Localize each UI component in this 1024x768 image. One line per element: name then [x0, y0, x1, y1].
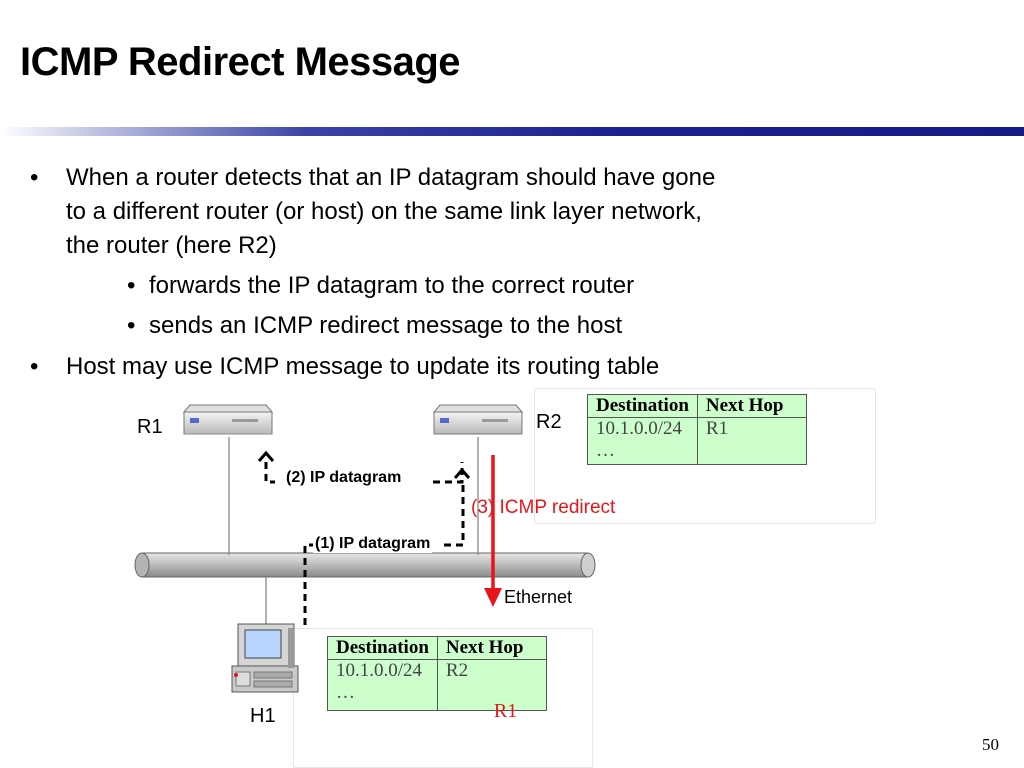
path-1-left: [303, 543, 315, 625]
path-2-right: [433, 462, 464, 484]
r1-label: R1: [137, 416, 163, 438]
sub-bullet-dot: •: [127, 312, 136, 339]
r2-table-frame: [534, 388, 876, 524]
step-2-label: (2) IP datagram: [284, 469, 404, 487]
bullet-2: Host may use ICMP message to update its …: [66, 353, 660, 380]
new-next-hop: R1: [493, 700, 518, 722]
ethernet-cable: [134, 552, 596, 578]
bullet-dot: •: [30, 353, 39, 380]
step-1-label: (1) IP datagram: [313, 535, 433, 553]
title-underline-bar: [0, 127, 1024, 136]
h1-label: H1: [250, 705, 276, 727]
bullet-dot: •: [30, 164, 39, 191]
sub-bullet-dot: •: [127, 272, 136, 299]
ethernet-label: Ethernet: [504, 587, 573, 607]
table-cell-next-hop: R1: [696, 417, 807, 465]
bullet-1-line-1: When a router detects that an IP datagra…: [66, 164, 716, 191]
table-cell-destination: 10.1.0.0/24 …: [587, 417, 698, 465]
h1-routing-table: Destination Next Hop 10.1.0.0/24 … R2 R1: [327, 636, 547, 722]
bullet-1-line-2: to a different router (or host) on the s…: [66, 198, 702, 225]
r2-label: R2: [536, 411, 562, 433]
host-h1-computer-icon: [231, 623, 299, 693]
step-3-label: (3) ICMP redirect: [471, 497, 616, 518]
arrow-up-to-r2: [453, 467, 471, 479]
page-number: 50: [982, 735, 999, 754]
table-cell-destination: 10.1.0.0/24 …: [327, 659, 438, 711]
r2-routing-table: Destination Next Hop 10.1.0.0/24 … R1: [587, 394, 807, 465]
table-header-destination: Destination: [327, 636, 438, 660]
table-header-next-hop: Next Hop: [436, 636, 547, 660]
old-next-hop: R2: [445, 660, 469, 681]
page-title: ICMP Redirect Message: [20, 40, 461, 84]
router-r1-icon: [182, 404, 274, 435]
table-header-next-hop: Next Hop: [696, 394, 807, 418]
table-cell-next-hop: R2 R1: [436, 659, 547, 722]
sub-bullet-2: sends an ICMP redirect message to the ho…: [149, 312, 623, 339]
table-header-destination: Destination: [587, 394, 698, 418]
path-1-right: [444, 482, 465, 547]
arrow-up-to-r1: [257, 450, 275, 462]
router-r2-icon: [432, 404, 524, 435]
path-2-left: [264, 462, 275, 484]
bullet-1-line-3: the router (here R2): [66, 232, 277, 259]
icmp-redirect-arrowhead: [484, 588, 502, 607]
sub-bullet-1: forwards the IP datagram to the correct …: [149, 272, 635, 299]
